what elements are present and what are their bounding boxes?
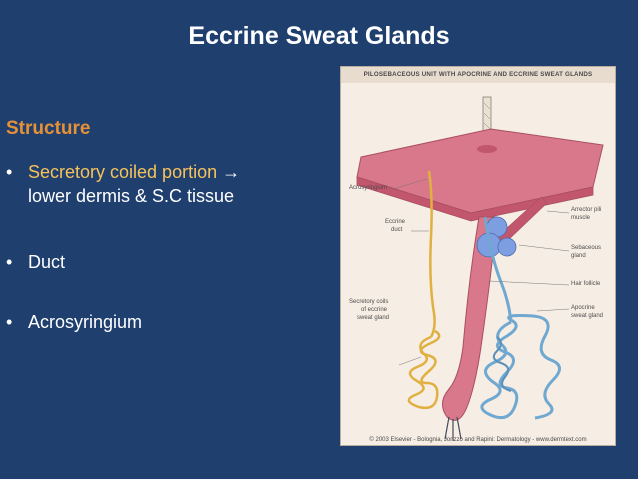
follicle-opening: [477, 145, 497, 153]
label-secretory-coils-3: sweat gland: [357, 315, 390, 321]
bullet-highlight: Secretory coiled portion: [28, 162, 218, 182]
slide-title: Eccrine Sweat Glands: [188, 22, 450, 50]
label-secretory-coils-1: Secretory coils: [349, 299, 389, 305]
label-sebaceous-2: gland: [571, 253, 586, 259]
bullet-dot: •: [6, 312, 13, 332]
figure-footer: © 2003 Elsevier - Bolognia, Jorizzo and …: [369, 437, 587, 443]
bullet-text: Acrosyringium: [28, 312, 143, 332]
label-hair-follicle: Hair follicle: [571, 281, 601, 287]
eccrine-coil: [407, 329, 441, 410]
bullet-duct: • Duct: [6, 250, 326, 274]
label-arrector-1: Arrector pili: [571, 207, 602, 213]
label-apocrine-1: Apocrine: [571, 305, 595, 311]
label-apocrine-2: sweat gland: [571, 313, 604, 319]
hair-follicle: [442, 216, 498, 421]
anatomy-figure: PILOSEBACEOUS UNIT WITH APOCRINE AND ECC…: [340, 66, 616, 446]
bullet-line2: lower dermis & S.C tissue: [28, 186, 235, 206]
figure-header: PILOSEBACEOUS UNIT WITH APOCRINE AND ECC…: [341, 67, 615, 83]
pilosebaceous-illustration: [356, 96, 604, 441]
apocrine-duct: [483, 216, 513, 323]
bullet-dot: •: [6, 162, 13, 182]
eccrine-duct: [427, 170, 436, 338]
label-eccrine-duct-1: Eccrine: [385, 219, 406, 225]
skin-edge: [356, 176, 594, 222]
arrow-glyph: →: [222, 162, 241, 182]
label-acrosyringium: Acrosyringium: [349, 185, 388, 191]
bullet-text: Duct: [28, 252, 66, 272]
label-sebaceous-1: Sebaceous: [571, 245, 602, 251]
label-arrector-2: muscle: [571, 215, 591, 221]
label-eccrine-duct-2: duct: [391, 227, 403, 233]
bullet-list: • Secretory coiled portion → lower dermi…: [6, 160, 326, 352]
label-secretory-coils-2: of eccrine: [361, 307, 388, 313]
apocrine-coil: [480, 314, 561, 420]
bullet-secretory: • Secretory coiled portion → lower dermi…: [6, 160, 326, 208]
bullet-acrosyringium: • Acrosyringium: [6, 310, 326, 334]
bullet-dot: •: [6, 252, 13, 272]
section-heading: Structure: [6, 118, 91, 139]
